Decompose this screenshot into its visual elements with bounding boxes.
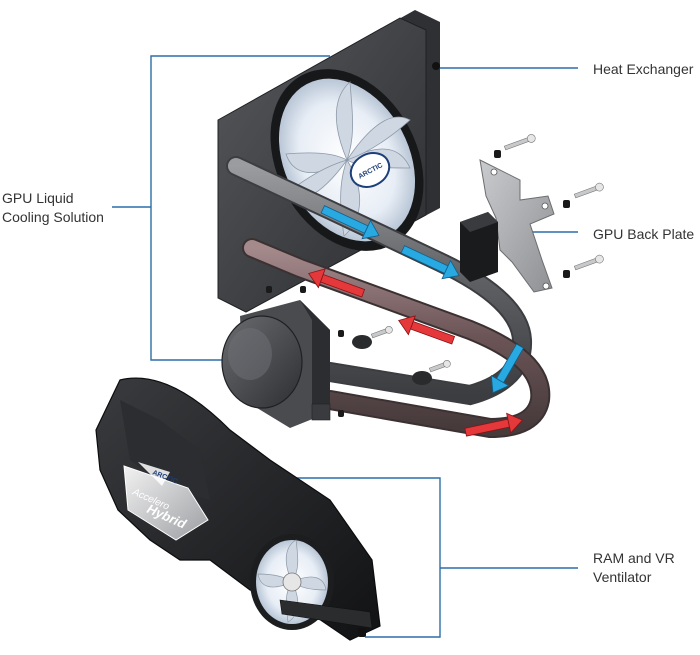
hot-flow-arrow-1 [308,268,366,298]
fan-hub [349,152,391,188]
hot-flow-arrow-2 [398,315,456,345]
cold-flow-arrow-2 [400,245,460,280]
label-gpu-back-plate-text: GPU Back Plate [593,226,695,242]
label-ram-vr-ventilator-line1: RAM and VR [593,550,675,566]
label-heat-exchanger-text: Heat Exchanger [593,61,694,77]
label-gpu-back-plate: GPU Back Plate [593,225,694,244]
hot-flow-arrow-3 [464,412,524,437]
label-ram-vr-ventilator-line2: Ventilator [593,569,652,585]
ventilator-shroud: ARCTIC Accelero Hybrid [95,377,381,641]
leader-lines [112,55,578,638]
label-gpu-liquid-cooling: GPU Liquid Cooling Solution [2,189,104,227]
leader-ventilator [262,477,441,638]
shroud-badge [123,465,209,541]
cold-flow-arrow-1 [320,205,380,240]
label-gpu-liquid-cooling-line2: Cooling Solution [2,209,104,225]
pump-block [221,300,331,428]
mounting-screws [266,134,604,417]
label-heat-exchanger: Heat Exchanger [593,60,693,79]
label-ram-vr-ventilator: RAM and VR Ventilator [593,549,675,587]
fan-blades-icon [285,81,411,237]
cold-flow-arrow-3 [490,343,525,394]
leader-gpu-cooling [150,55,330,361]
label-gpu-liquid-cooling-line1: GPU Liquid [2,190,74,206]
flow-arrows [308,205,525,437]
gpu-back-plate [460,159,555,293]
